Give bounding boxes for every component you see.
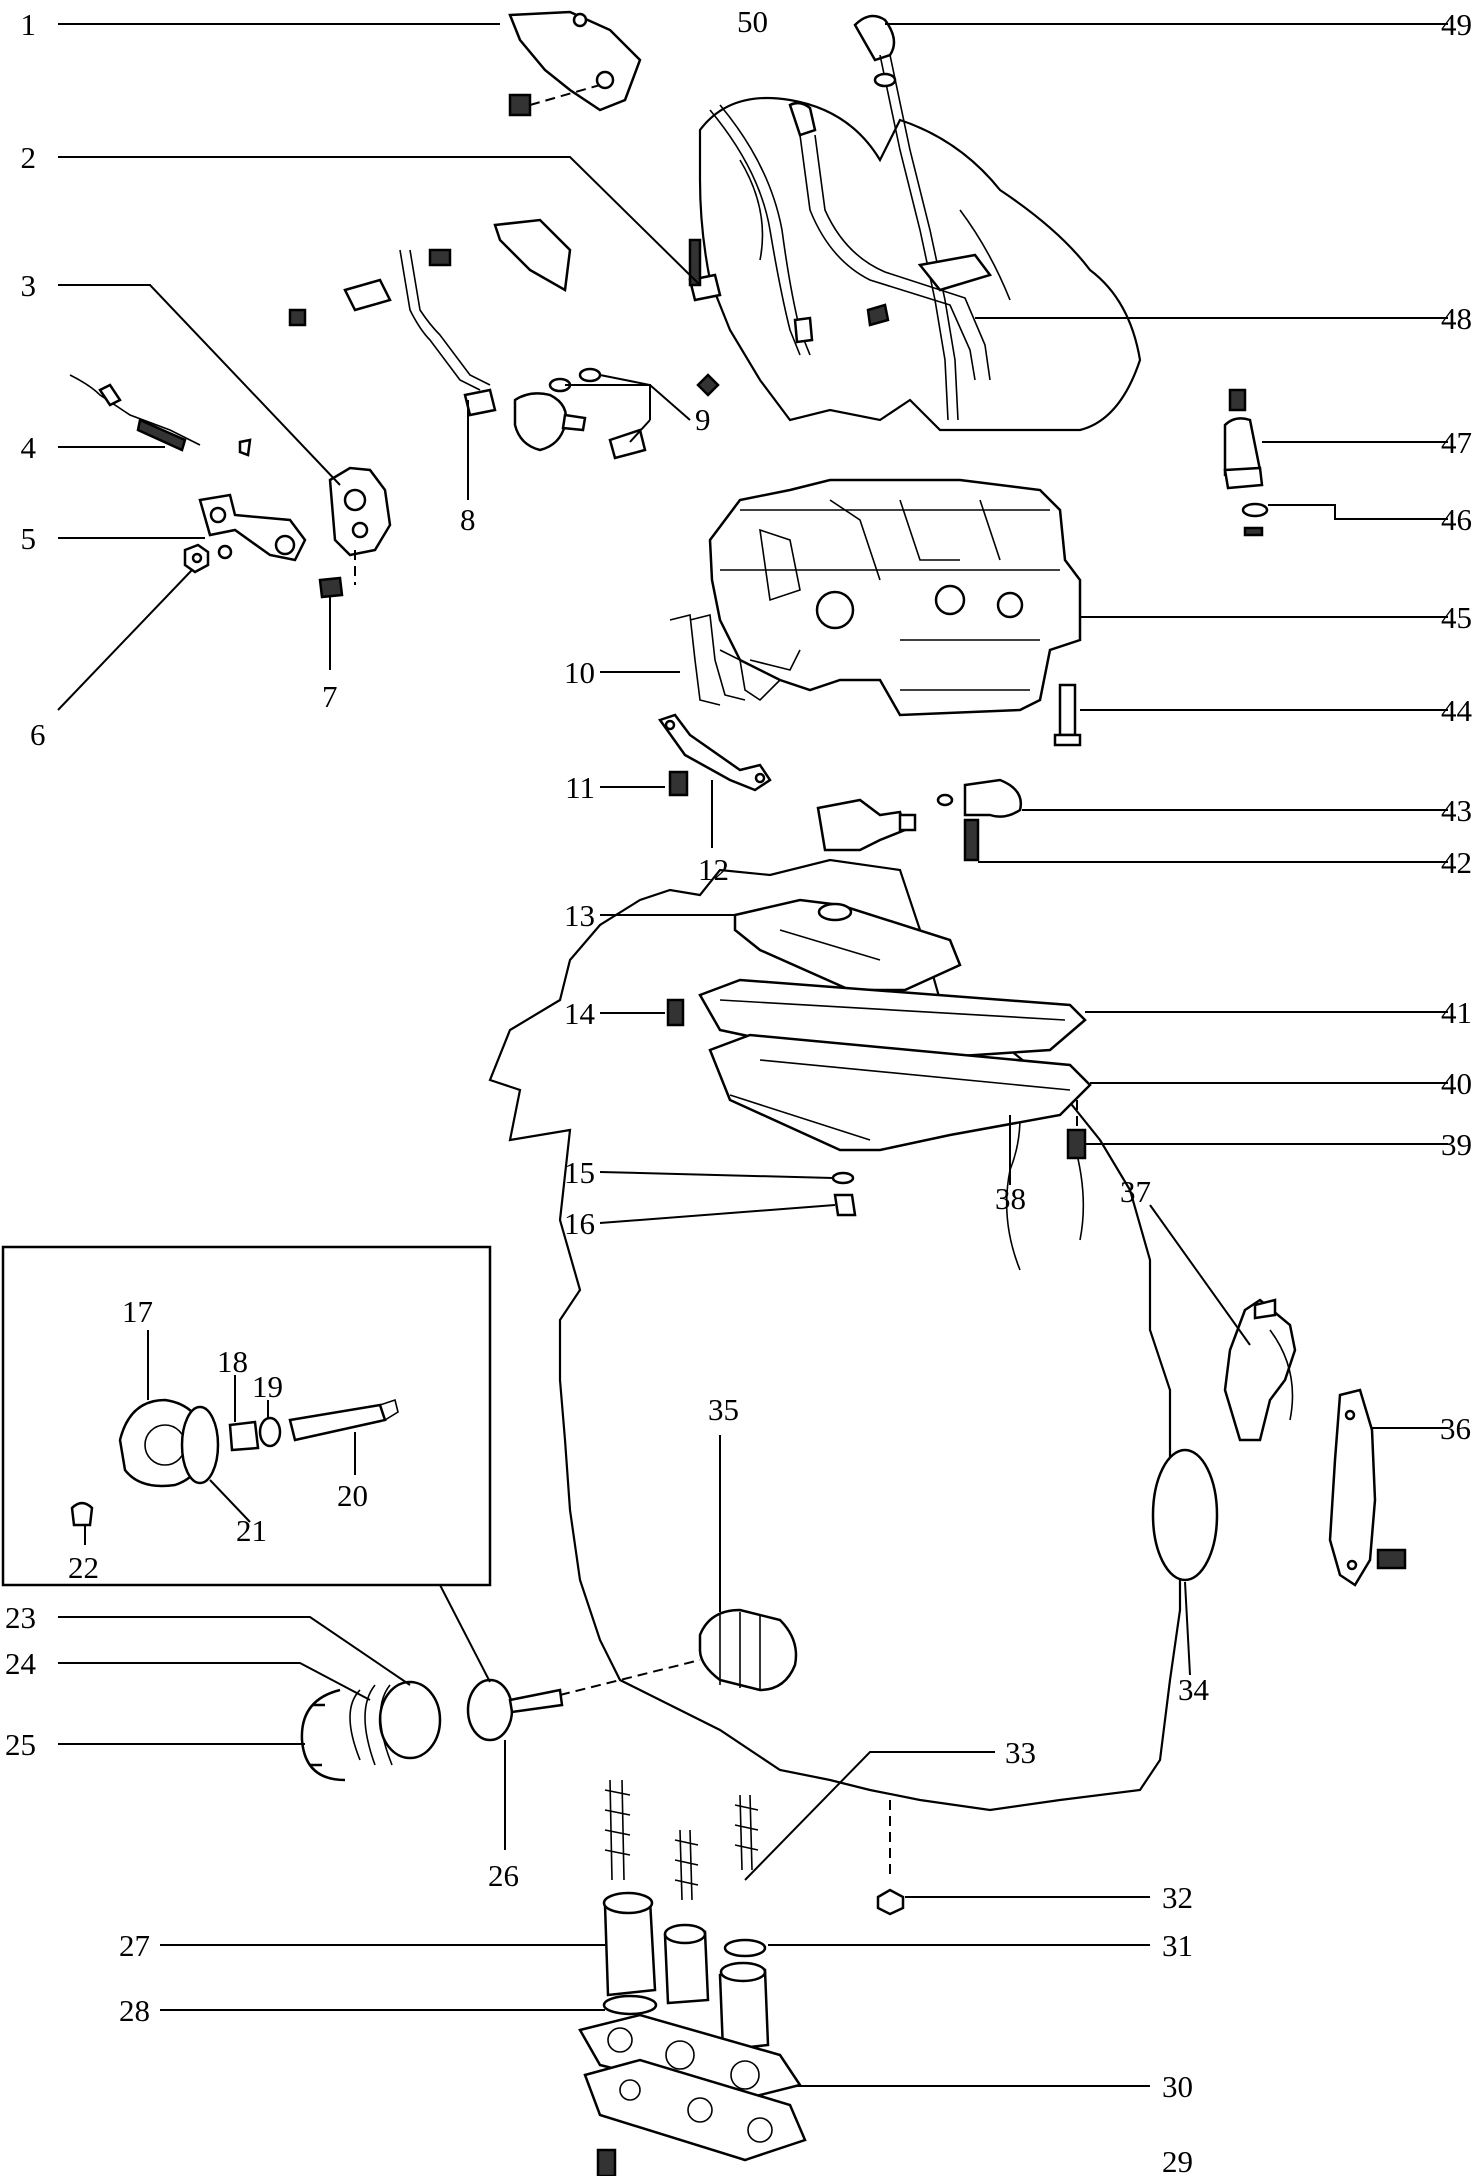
callout-3: 3 xyxy=(21,268,37,303)
callout-25: 25 xyxy=(5,1727,36,1762)
part-3-neutral-switch xyxy=(328,466,392,557)
callout-40: 40 xyxy=(1441,1066,1472,1101)
part-25-snap-ring xyxy=(300,1688,346,1782)
part-4-cable xyxy=(69,374,252,457)
callout-18: 18 xyxy=(217,1344,248,1379)
callout-7: 7 xyxy=(322,679,338,714)
part-27-accumulator-piston xyxy=(602,1891,770,2052)
part-43-solenoid-valve xyxy=(816,778,1023,852)
part-13-oil-strainer xyxy=(733,898,962,992)
callout-41: 41 xyxy=(1441,995,1472,1030)
part-14-bolt xyxy=(666,998,685,1027)
callout-39: 39 xyxy=(1441,1127,1472,1162)
callout-29: 29 xyxy=(1162,2144,1193,2176)
callout-8: 8 xyxy=(460,502,476,537)
callout-44: 44 xyxy=(1441,693,1472,728)
part-46-o-ring xyxy=(1241,502,1269,537)
part-33-springs xyxy=(604,1779,759,1901)
callout-17: 17 xyxy=(122,1294,153,1329)
callout-31: 31 xyxy=(1162,1928,1193,1963)
callout-26: 26 xyxy=(488,1858,519,1893)
part-18-spring xyxy=(228,1420,260,1452)
part-36-retainer-plate xyxy=(1328,1388,1407,1587)
callout-32: 32 xyxy=(1162,1880,1193,1915)
part-12-bracket xyxy=(657,713,772,792)
callout-37: 37 xyxy=(1120,1174,1151,1209)
callout-6: 6 xyxy=(30,717,46,752)
callout-35: 35 xyxy=(708,1392,739,1427)
callout-23: 23 xyxy=(5,1600,36,1635)
part-28-o-ring xyxy=(602,1994,658,2016)
callout-24: 24 xyxy=(5,1646,37,1681)
part-37-speed-sensor xyxy=(1223,1298,1297,1442)
part-45-valve-body xyxy=(708,478,1082,717)
callout-13: 13 xyxy=(564,898,595,933)
part-pipe-bracket xyxy=(288,218,572,327)
callout-50: 50 xyxy=(737,4,768,39)
part-19-washer xyxy=(258,1416,282,1448)
part-15-gasket-washer xyxy=(831,1171,855,1185)
callout-1: 1 xyxy=(21,7,37,42)
callout-46: 46 xyxy=(1441,502,1472,537)
callout-19: 19 xyxy=(252,1369,283,1404)
part-22-plug xyxy=(70,1501,94,1527)
part-34-o-ring xyxy=(1151,1448,1219,1582)
callout-49: 49 xyxy=(1441,7,1472,42)
callout-20: 20 xyxy=(337,1478,368,1513)
part-16-drain-plug xyxy=(833,1193,857,1217)
callout-5: 5 xyxy=(21,521,37,556)
part-40-oil-pan xyxy=(708,1033,1092,1152)
callout-34: 34 xyxy=(1178,1672,1210,1707)
callout-42: 42 xyxy=(1441,845,1472,880)
callout-10: 10 xyxy=(564,655,595,690)
part-47-solenoid xyxy=(1223,388,1264,490)
part-50-throttle-cable xyxy=(709,104,814,356)
callout-16: 16 xyxy=(564,1206,595,1241)
callout-4: 4 xyxy=(21,430,37,465)
callout-45: 45 xyxy=(1441,600,1472,635)
leader-lines xyxy=(57,23,1448,2087)
part-31-o-ring xyxy=(723,1938,767,1958)
transmission-case-upper-outline xyxy=(698,96,1142,432)
part-6-nut xyxy=(183,543,233,574)
callout-38: 38 xyxy=(995,1181,1026,1216)
callout-27: 27 xyxy=(119,1928,150,1963)
part-48-filler-tube xyxy=(788,101,993,381)
callout-15: 15 xyxy=(564,1155,595,1190)
part-32-plug xyxy=(876,1800,905,1916)
part-39-bolt xyxy=(1066,1100,1087,1160)
callout-11: 11 xyxy=(565,770,595,805)
part-7-bolt xyxy=(318,550,356,599)
callout-28: 28 xyxy=(119,1993,150,2028)
callout-48: 48 xyxy=(1441,301,1472,336)
callout-47: 47 xyxy=(1441,425,1472,460)
part-21-o-ring xyxy=(180,1405,220,1485)
callout-22: 22 xyxy=(68,1550,99,1585)
inset-frame xyxy=(1,1245,492,1587)
callout-14: 14 xyxy=(564,996,596,1031)
part-49-dipstick xyxy=(853,14,959,421)
callout-labels: 1 2 3 4 5 6 7 8 9 10 11 12 13 14 15 16 1… xyxy=(5,4,1472,2176)
part-1-bracket xyxy=(508,10,642,117)
part-11-bolt xyxy=(668,770,689,797)
part-35-piston xyxy=(698,1608,798,1692)
callout-30: 30 xyxy=(1162,2069,1193,2104)
callout-36: 36 xyxy=(1440,1411,1471,1446)
callout-21: 21 xyxy=(236,1513,267,1548)
callout-2: 2 xyxy=(21,140,37,175)
part-26-servo-piston xyxy=(466,1659,701,1742)
part-44-bolt xyxy=(1053,683,1082,747)
part-5-control-lever xyxy=(198,493,307,562)
part-20-piston-rod xyxy=(288,1398,399,1442)
part-23-piston xyxy=(378,1680,442,1760)
callout-9: 9 xyxy=(695,402,711,437)
callout-33: 33 xyxy=(1005,1735,1036,1770)
part-10-detent-spring xyxy=(669,614,801,706)
callout-43: 43 xyxy=(1441,793,1472,828)
part-42-bolt xyxy=(963,818,980,862)
part-29-cover xyxy=(583,2058,807,2176)
callout-12: 12 xyxy=(698,852,729,887)
